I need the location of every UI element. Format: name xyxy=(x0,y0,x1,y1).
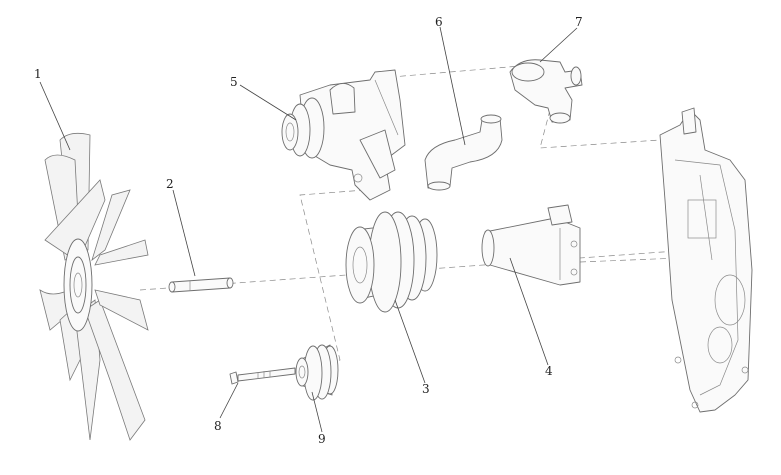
callout-1: 1 xyxy=(34,67,42,81)
thermostat-part xyxy=(509,59,583,124)
callout-2: 2 xyxy=(166,177,174,191)
small-pulley-part xyxy=(295,344,339,401)
spacer-housing-part xyxy=(481,204,581,286)
timing-cover-part xyxy=(659,107,753,413)
callout-6: 6 xyxy=(435,15,443,29)
fan-part xyxy=(39,132,149,441)
water-pump-part xyxy=(281,69,406,201)
pulley-part xyxy=(345,211,438,313)
hose-part xyxy=(424,114,503,191)
callout-4: 4 xyxy=(545,364,553,378)
callout-9: 9 xyxy=(318,432,326,446)
callout-7: 7 xyxy=(575,15,583,29)
shaft-part xyxy=(168,277,234,293)
bolt-part xyxy=(229,367,296,385)
callout-5: 5 xyxy=(230,75,238,89)
callout-3: 3 xyxy=(422,382,430,396)
leader-lines xyxy=(39,26,578,433)
callout-labels: 1 2 3 4 5 6 7 8 9 xyxy=(34,15,583,446)
callout-8: 8 xyxy=(214,419,222,433)
